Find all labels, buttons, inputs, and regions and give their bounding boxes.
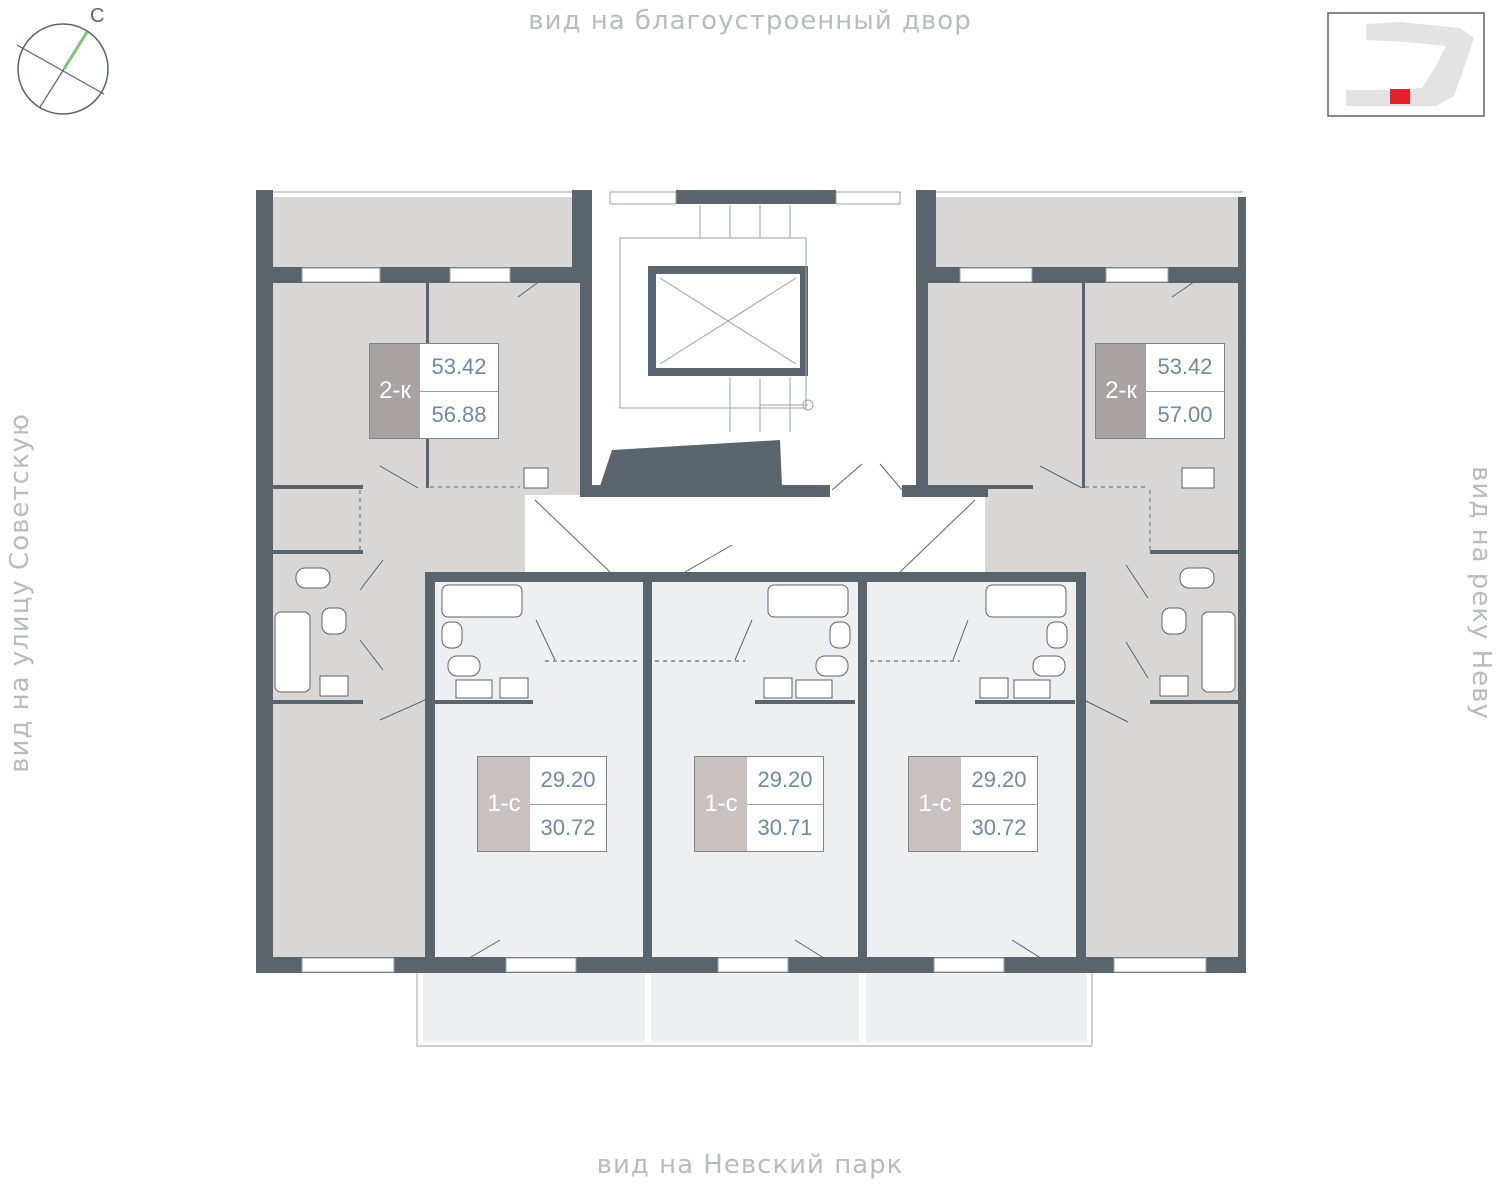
living-area: 29.20 <box>961 757 1037 805</box>
compass-icon <box>16 23 109 115</box>
apartment-tag-2k-right[interactable]: 2-к 53.42 57.00 <box>1095 343 1225 439</box>
total-area: 30.71 <box>757 814 813 840</box>
apartment-type: 2-к <box>1096 344 1146 438</box>
location-minimap <box>1327 12 1485 117</box>
compass-north-label: С <box>90 5 105 27</box>
living-area: 53.42 <box>1146 344 1224 392</box>
apartment-type: 1-с <box>695 757 747 851</box>
total-area: 30.72 <box>540 814 596 840</box>
total-area: 56.88 <box>431 401 487 427</box>
view-label-left: вид на улицу Советскую <box>5 413 35 773</box>
view-label-bottom: вид на Невский парк <box>596 1150 904 1180</box>
living-area: 29.20 <box>530 757 606 805</box>
total-area: 57.00 <box>1157 401 1213 427</box>
apartment-type: 1-с <box>478 757 530 851</box>
view-label-right: вид на реку Неву <box>1466 466 1496 720</box>
apartment-type: 2-к <box>370 344 420 438</box>
apartment-tag-2k-left[interactable]: 2-к 53.42 56.88 <box>369 343 499 439</box>
apartment-tag-1s-b[interactable]: 1-с 29.20 30.71 <box>694 756 824 852</box>
living-area: 29.20 <box>747 757 823 805</box>
living-area: 53.42 <box>420 344 498 392</box>
current-section-marker <box>1390 89 1410 104</box>
total-area: 30.72 <box>971 814 1027 840</box>
view-label-top: вид на благоустроенный двор <box>528 6 972 36</box>
apartment-tag-1s-c[interactable]: 1-с 29.20 30.72 <box>908 756 1038 852</box>
apartment-type: 1-с <box>909 757 961 851</box>
apartment-tag-1s-a[interactable]: 1-с 29.20 30.72 <box>477 756 607 852</box>
